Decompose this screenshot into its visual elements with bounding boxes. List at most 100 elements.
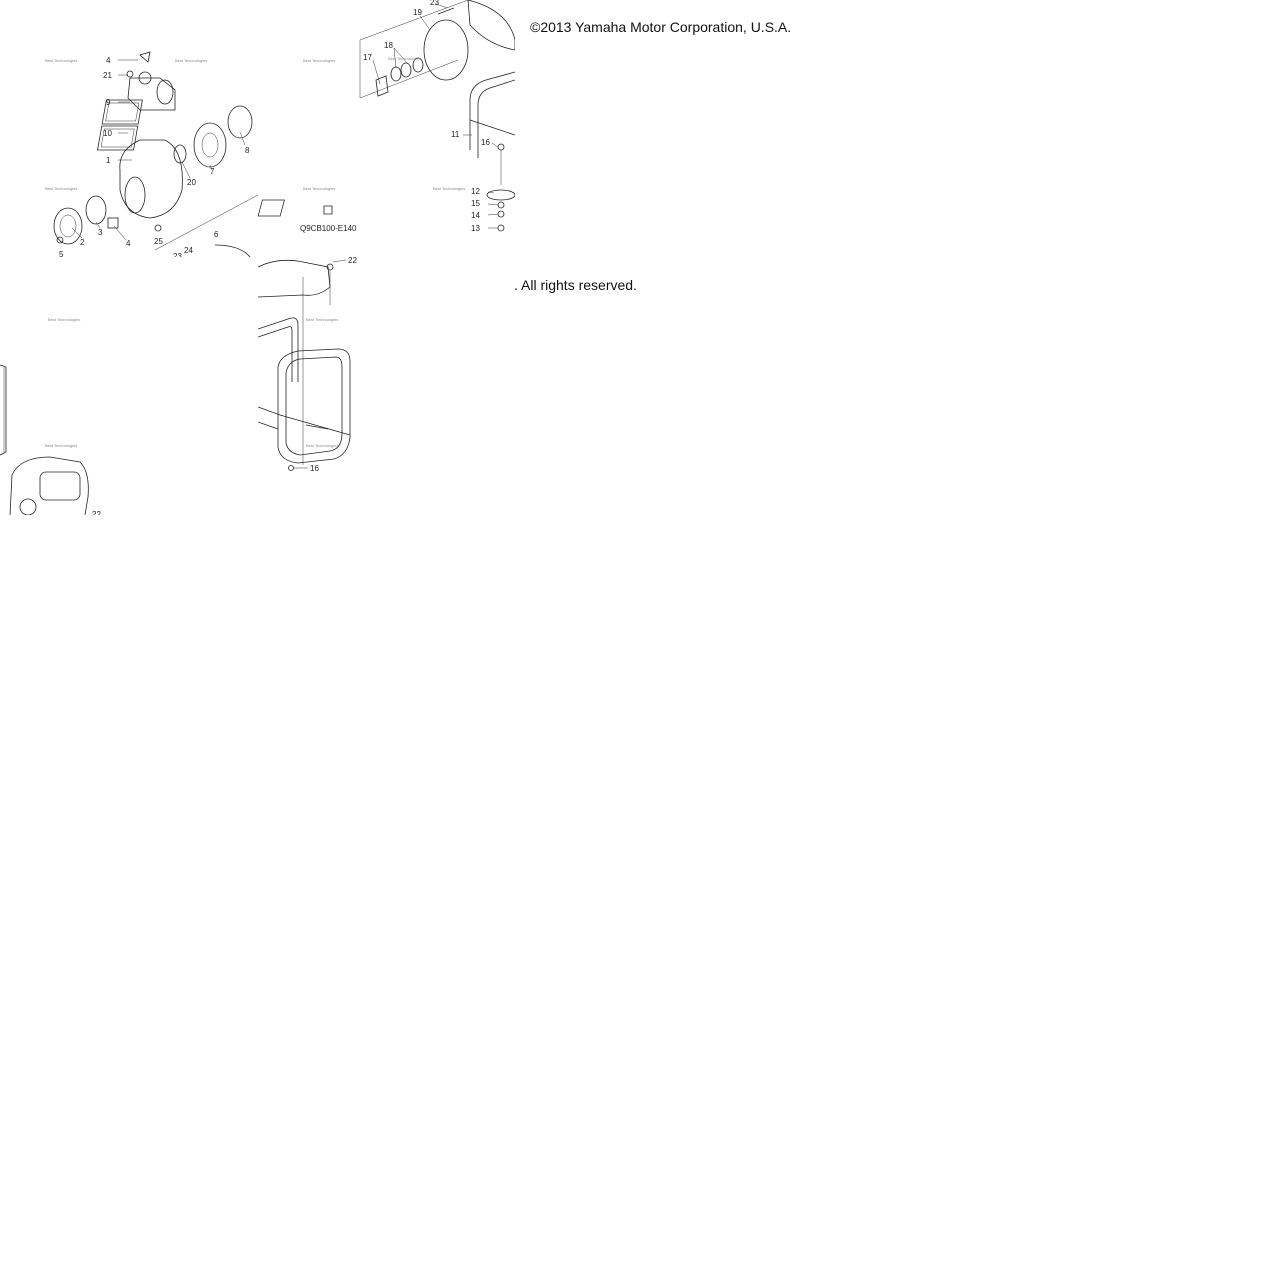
watermark: Best Technologies xyxy=(306,317,338,322)
seal-ring-3 xyxy=(390,66,402,82)
impeller xyxy=(227,105,253,139)
diagram-tile-pump-body: 4 21 9 10 1 8 7 20 2 3 4 25 5 6 24 23 5 … xyxy=(0,0,258,257)
reference-box-icon xyxy=(258,199,285,217)
callout-4b: 4 xyxy=(126,239,131,248)
callout-24: 24 xyxy=(184,246,193,255)
nut-16 xyxy=(288,465,294,471)
callout-14: 14 xyxy=(471,211,480,220)
outlet-elbow xyxy=(127,77,176,111)
pump-cover xyxy=(467,0,515,51)
casing-gasket xyxy=(423,19,469,81)
callout-16: 16 xyxy=(310,464,319,473)
seal-ring xyxy=(412,57,424,73)
watermark: Best Technologies xyxy=(48,317,80,322)
o-ring xyxy=(173,144,187,164)
gasket-plate-inner xyxy=(105,102,140,122)
frame-edge xyxy=(214,244,251,257)
washer-15 xyxy=(497,201,505,209)
frame-tube xyxy=(469,71,515,150)
frame-rail xyxy=(469,119,515,136)
gasket-plate-2-inner xyxy=(100,128,135,148)
recoil-starter xyxy=(19,498,37,515)
callout-15: 15 xyxy=(471,199,480,208)
check-valve xyxy=(107,217,119,229)
engine-side xyxy=(9,474,13,515)
reference-box-inner-icon xyxy=(323,205,333,215)
callout-11: 11 xyxy=(451,130,460,139)
callout-1: 1 xyxy=(106,156,111,165)
callout-8: 8 xyxy=(245,146,250,155)
callout-7: 7 xyxy=(210,167,215,176)
cross-bar xyxy=(305,424,329,430)
housing-port xyxy=(124,176,146,214)
callout-12: 12 xyxy=(471,187,480,196)
fill-cap xyxy=(138,71,152,85)
volute-inner xyxy=(201,132,219,158)
watermark: Best Technologies xyxy=(45,58,77,63)
inlet-gasket xyxy=(85,195,107,225)
watermark: Best Technologies xyxy=(175,58,207,63)
inlet-cover xyxy=(53,207,83,245)
watermark: Best Technologies xyxy=(45,186,77,191)
callout-25: 25 xyxy=(154,237,163,246)
callout-23: 23 xyxy=(430,0,439,7)
rights-text: . All rights reserved. xyxy=(514,277,637,293)
callout-21: 21 xyxy=(103,71,112,80)
callout-23: 23 xyxy=(173,252,182,257)
frame-rail-bottom-2 xyxy=(258,421,279,430)
callout-3: 3 xyxy=(98,228,103,237)
callout-17: 17 xyxy=(363,53,372,62)
watermark: Best Technologies xyxy=(433,186,465,191)
leader-22 xyxy=(332,259,347,263)
bolt-25 xyxy=(154,224,162,232)
watermark: Best Technologies xyxy=(45,443,77,448)
bolt xyxy=(126,70,134,78)
pump-outlet-flange xyxy=(258,259,331,298)
gasket-plate xyxy=(101,99,143,125)
bolt-13 xyxy=(497,224,505,232)
callout-6: 6 xyxy=(214,230,219,239)
frame-tube-front xyxy=(277,348,351,464)
callout-5: 5 xyxy=(59,250,64,257)
engine-drawing: 22 Best Technologies Best Technologies xyxy=(0,317,101,515)
bolt-23 xyxy=(437,7,455,15)
volute-case xyxy=(193,122,227,168)
callout-cut: 22 xyxy=(92,510,101,515)
fuel-tank xyxy=(39,471,81,501)
callout-9: 9 xyxy=(106,98,111,107)
copyright-text: ©2013 Yamaha Motor Corporation, U.S.A. xyxy=(530,19,792,35)
frame-rail-bottom xyxy=(258,406,351,436)
callout-13: 13 xyxy=(471,224,480,233)
callout-10: 10 xyxy=(103,129,112,138)
callout-16: 16 xyxy=(481,138,490,147)
watermark: Best Technologies xyxy=(306,443,338,448)
nut-16 xyxy=(497,143,505,151)
plug xyxy=(139,51,151,63)
callout-20: 20 xyxy=(187,178,196,187)
callout-4: 4 xyxy=(106,56,111,65)
seal-frame-drawing: 23 19 18 17 11 16 12 15 14 13 Q9CB100-E1… xyxy=(258,0,515,233)
washer-14 xyxy=(497,210,505,218)
panel-edge xyxy=(359,59,459,99)
inlet-cover-inner xyxy=(59,214,77,238)
frame-drawing: 22 16 Best Technologies Best Technologie… xyxy=(258,257,357,473)
diagram-tile-seal-frame: 23 19 18 17 11 16 12 15 14 13 Q9CB100-E1… xyxy=(258,0,515,257)
watermark: Best Technologies xyxy=(388,56,420,61)
watermark: Best Technologies xyxy=(303,186,335,191)
frame-tube-front-inner xyxy=(285,356,343,456)
diagram-tile-frame: 22 16 Best Technologies Best Technologie… xyxy=(258,257,515,515)
bolt-22 xyxy=(326,263,334,271)
seal-ring-2 xyxy=(400,62,412,78)
frame-tube-back xyxy=(258,317,299,382)
mechanical-seal xyxy=(375,75,389,97)
panel-edge xyxy=(359,0,469,41)
pump-housing-shape xyxy=(119,139,183,219)
frame-tube-inner xyxy=(477,79,515,158)
rubber-mount xyxy=(486,189,515,201)
gasket-plate-2 xyxy=(97,125,139,151)
engine-top xyxy=(11,456,89,515)
leader-lines xyxy=(71,59,246,241)
frame-tube-back-inner xyxy=(258,326,293,382)
diagram-code: Q9CB100-E140 xyxy=(300,224,357,233)
callout-2: 2 xyxy=(80,238,85,247)
